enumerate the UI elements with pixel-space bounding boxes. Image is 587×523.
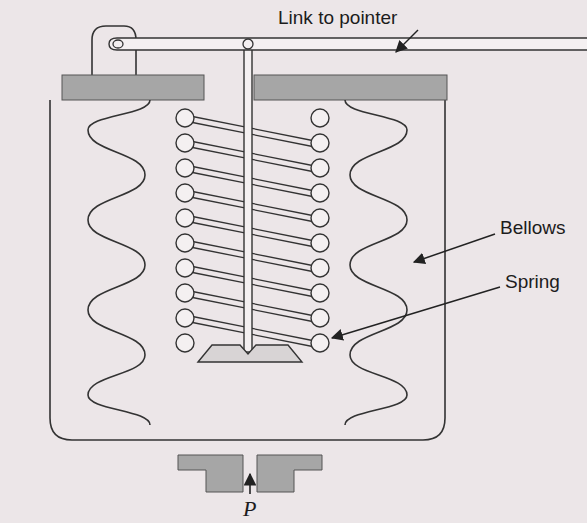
spring-seat bbox=[198, 345, 302, 362]
bellows-left bbox=[88, 100, 150, 425]
push-rod bbox=[244, 40, 252, 352]
top-plate bbox=[62, 75, 204, 100]
pressure-arrow bbox=[249, 474, 251, 494]
part-label: Spring bbox=[505, 272, 560, 293]
part-label: Link to pointer bbox=[278, 8, 397, 29]
leader-line bbox=[332, 287, 500, 338]
inlet-port bbox=[257, 455, 322, 492]
inlet-port bbox=[178, 455, 243, 492]
link-bracket bbox=[92, 26, 136, 78]
pivot bbox=[113, 40, 123, 48]
pressure-symbol: P bbox=[243, 497, 256, 521]
bellows-right bbox=[345, 100, 407, 425]
leader-line bbox=[414, 234, 495, 262]
top-plate bbox=[254, 75, 447, 100]
link-bar bbox=[109, 38, 587, 50]
rod-joint bbox=[243, 39, 253, 49]
part-label: Bellows bbox=[500, 218, 565, 239]
leader-line bbox=[396, 30, 418, 52]
